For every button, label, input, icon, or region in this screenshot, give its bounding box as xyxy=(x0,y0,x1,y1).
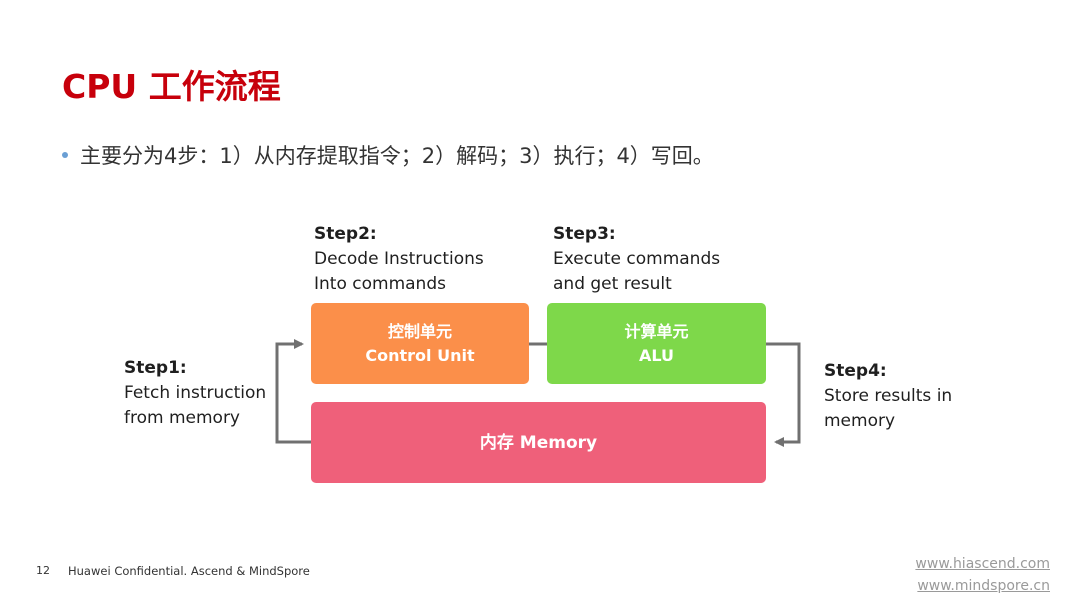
step2-label: Step2: Decode Instructions Into commands xyxy=(314,222,484,297)
control-unit-zh-label: 控制单元 xyxy=(387,321,452,341)
slide-title: CPU 工作流程 xyxy=(62,67,281,106)
page-number: 12 xyxy=(36,564,50,577)
alu-zh-label: 计算单元 xyxy=(624,321,689,341)
footer-confidential: Huawei Confidential. Ascend & MindSpore xyxy=(68,564,310,578)
alu-en-label: ALU xyxy=(639,345,674,365)
step3-line-2: and get result xyxy=(553,274,672,294)
memory-label: 内存 Memory xyxy=(479,432,598,453)
bullet-text: 主要分为4步：1）从内存提取指令；2）解码；3）执行；4）写回。 xyxy=(80,144,714,168)
step4-label: Step4: Store results in memory xyxy=(824,359,952,434)
step3-label: Step3: Execute commands and get result xyxy=(553,222,720,297)
step3-title: Step3: xyxy=(553,224,616,244)
control-unit-box: 控制单元 Control Unit xyxy=(311,303,529,384)
step1-line-2: from memory xyxy=(124,408,240,428)
step4-line-1: Store results in xyxy=(824,386,953,406)
step1-title: Step1: xyxy=(124,358,187,378)
mindspore-link[interactable]: www.mindspore.cn xyxy=(917,578,1050,594)
arrow-alu-to-memory xyxy=(766,342,801,447)
memory-box: 内存 Memory xyxy=(311,402,766,483)
step1-line-1: Fetch instruction xyxy=(124,383,267,403)
alu-box: 计算单元 ALU xyxy=(547,303,766,384)
step4-line-2: memory xyxy=(824,411,896,431)
bullet-dot-icon xyxy=(62,152,68,158)
step2-line-2: Into commands xyxy=(314,274,446,294)
step3-line-1: Execute commands xyxy=(553,249,721,269)
step2-line-1: Decode Instructions xyxy=(314,249,484,269)
step1-label: Step1: Fetch instruction from memory xyxy=(124,356,266,431)
arrow-memory-to-control xyxy=(275,339,311,444)
control-unit-en-label: Control Unit xyxy=(365,345,475,365)
hiascend-link[interactable]: www.hiascend.com xyxy=(915,556,1050,572)
step4-title: Step4: xyxy=(824,361,887,381)
step2-title: Step2: xyxy=(314,224,377,244)
bullet-item: 主要分为4步：1）从内存提取指令；2）解码；3）执行；4）写回。 xyxy=(62,140,714,170)
